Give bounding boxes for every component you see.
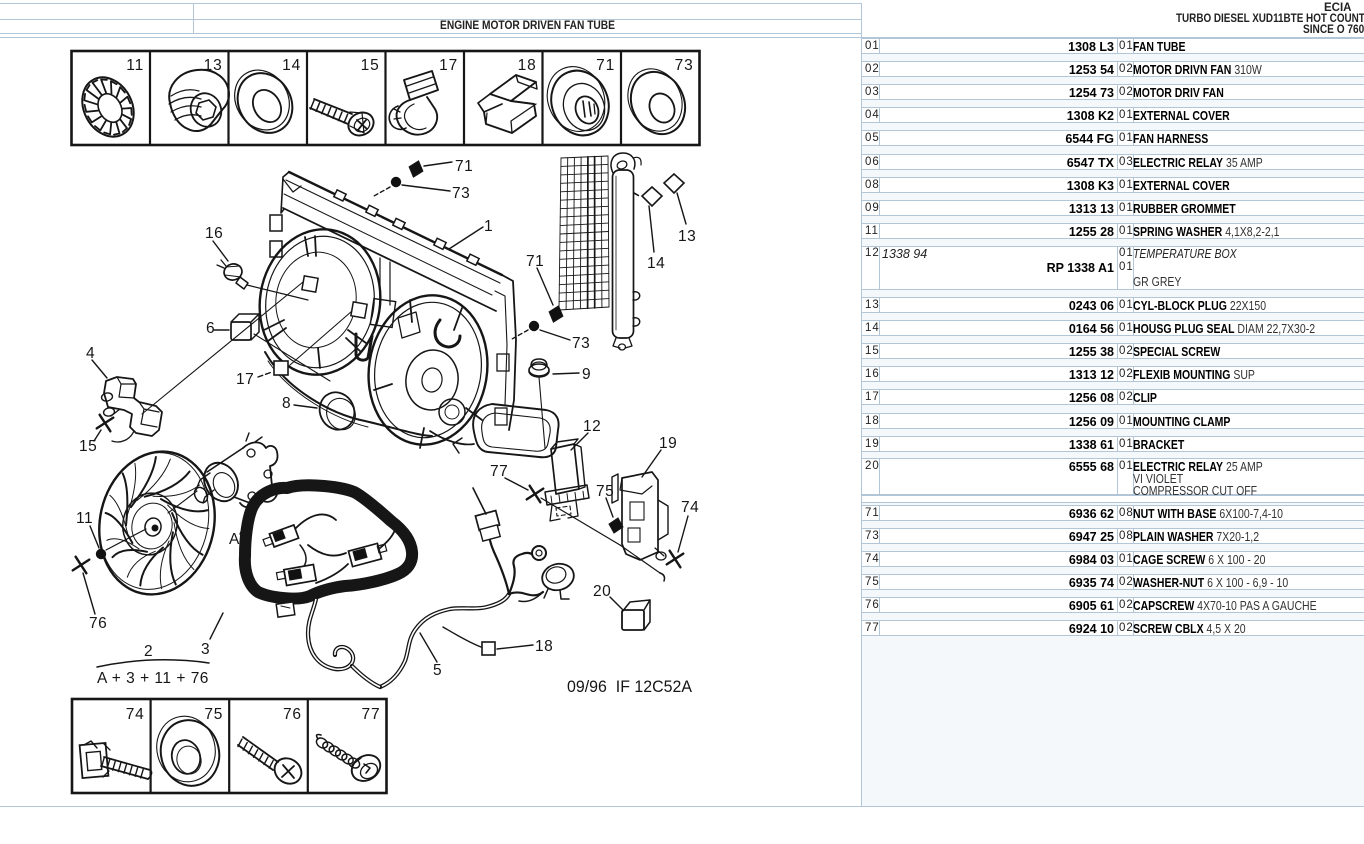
svg-text:18: 18 (535, 638, 553, 655)
svg-text:17: 17 (236, 371, 254, 388)
svg-text:71: 71 (596, 57, 615, 74)
svg-text:2: 2 (144, 643, 153, 660)
svg-text:14: 14 (647, 255, 665, 272)
svg-text:5: 5 (433, 662, 442, 679)
svg-text:76: 76 (283, 706, 302, 723)
svg-text:74: 74 (126, 706, 145, 723)
svg-text:1: 1 (484, 218, 493, 235)
svg-text:15: 15 (79, 438, 97, 455)
svg-text:71: 71 (526, 253, 544, 270)
svg-text:17: 17 (439, 57, 458, 74)
svg-text:77: 77 (362, 706, 381, 723)
svg-text:6: 6 (206, 320, 215, 337)
svg-text:73: 73 (572, 335, 590, 352)
svg-text:15: 15 (361, 57, 380, 74)
svg-text:11: 11 (76, 510, 93, 527)
svg-text:77: 77 (490, 463, 508, 480)
svg-text:20: 20 (593, 583, 611, 600)
svg-text:11: 11 (126, 57, 144, 74)
svg-text:16: 16 (205, 225, 223, 242)
svg-text:76: 76 (89, 615, 107, 632)
svg-text:14: 14 (282, 57, 301, 74)
svg-text:12: 12 (583, 418, 601, 435)
svg-text:19: 19 (659, 435, 677, 452)
svg-text:3: 3 (201, 641, 210, 658)
svg-text:73: 73 (452, 185, 470, 202)
svg-text:9: 9 (582, 366, 591, 383)
svg-text:13: 13 (678, 228, 696, 245)
svg-text:8: 8 (282, 395, 291, 412)
svg-text:73: 73 (675, 57, 694, 74)
svg-text:74: 74 (681, 499, 699, 516)
svg-text:75: 75 (596, 483, 614, 500)
svg-text:09/96 IF 12C52A: 09/96 IF 12C52A (567, 677, 693, 696)
svg-text:71: 71 (455, 158, 473, 175)
svg-text:A + 3 + 11 + 76: A + 3 + 11 + 76 (97, 670, 209, 687)
svg-text:4: 4 (86, 345, 95, 362)
svg-text:75: 75 (204, 706, 223, 723)
svg-text:A: A (229, 531, 240, 548)
svg-text:18: 18 (518, 57, 537, 74)
